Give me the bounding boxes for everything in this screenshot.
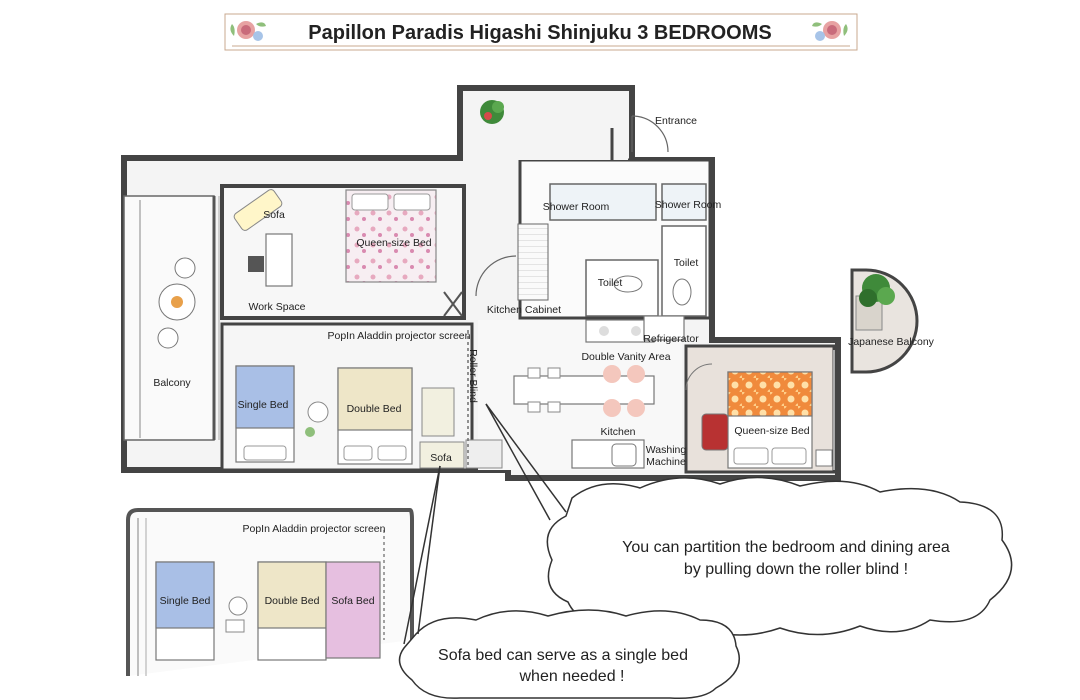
double-bed-furniture [337, 367, 413, 465]
label-kitchen: Kitchen [600, 426, 635, 438]
label-toilet-2: Toilet [674, 257, 699, 269]
label-shower-room-1: Shower Room [543, 201, 610, 213]
rose-flower-icon [812, 21, 848, 41]
callout-partition: You can partition the bedroom and dining… [485, 403, 1013, 636]
label-balcony: Balcony [153, 377, 191, 389]
label-refrigerator: Refrigerator [643, 333, 699, 345]
inset-label-projector-screen: PopIn Aladdin projector screen [242, 523, 385, 535]
label-double-bed: Double Bed [347, 403, 402, 415]
inset-plan: PopIn Aladdin projector screen Single Be… [126, 508, 414, 676]
label-washing-machine-2: Machine [646, 456, 686, 468]
callout-sofabed-line1: Sofa bed can serve as a single bed [438, 647, 688, 664]
label-kitchen-cabinet: Kitchen Cabinet [487, 304, 561, 316]
door-arc-icon [475, 255, 517, 297]
queen-bed-top-furniture [345, 189, 437, 283]
label-queen-bed-right: Queen-size Bed [734, 425, 809, 437]
door-arc-icon [631, 115, 669, 153]
label-sofa-main: Sofa [430, 452, 452, 464]
label-queen-bed-top: Queen-size Bed [356, 237, 431, 249]
label-washing-machine-1: Washing [646, 444, 687, 456]
refrigerator [643, 315, 685, 341]
label-sofa-top: Sofa [263, 209, 285, 221]
rose-flower-icon [230, 21, 266, 41]
inset-sofa-bed [325, 561, 381, 659]
queen-bed-right-furniture [727, 371, 813, 469]
plant-icon [859, 274, 895, 307]
callout-partition-line1: You can partition the bedroom and dining… [622, 539, 950, 556]
label-projector-screen: PopIn Aladdin projector screen [327, 330, 470, 342]
label-japanese-balcony: Japanese Balcony [848, 336, 935, 348]
title-banner: Papillon Paradis Higashi Shinjuku 3 BEDR… [224, 13, 858, 51]
room-labels: Entrance Shower Room Shower Room Toilet … [153, 115, 934, 468]
armchair [701, 413, 729, 451]
work-desk [265, 233, 293, 287]
callout-sofabed: Sofa bed can serve as a single bed when … [398, 465, 740, 700]
page-title: Papillon Paradis Higashi Shinjuku 3 BEDR… [308, 22, 771, 44]
dining-table [513, 365, 655, 417]
label-entrance: Entrance [655, 115, 697, 127]
inset-double-bed [257, 561, 327, 629]
inset-label-sofa-bed: Sofa Bed [331, 595, 374, 607]
label-shower-room-2: Shower Room [655, 199, 722, 211]
label-roller-blind: Roller Blind [467, 349, 479, 403]
sofa-top-furniture [233, 189, 283, 231]
callout-sofabed-line2: when needed ! [519, 668, 625, 685]
work-chair [248, 256, 264, 272]
sofa-main-furniture [419, 387, 503, 469]
inset-label-single-bed: Single Bed [160, 595, 211, 607]
inset-label-double-bed: Double Bed [265, 595, 320, 607]
balcony-table-set [157, 257, 196, 349]
label-work-space: Work Space [249, 301, 306, 313]
plant-icon [480, 100, 504, 124]
single-bed-furniture [235, 365, 295, 463]
inset-single-bed [155, 561, 215, 629]
label-toilet-1: Toilet [598, 277, 623, 289]
label-double-vanity: Double Vanity Area [581, 351, 670, 363]
callout-partition-line2: by pulling down the roller blind ! [684, 561, 908, 578]
label-single-bed: Single Bed [238, 399, 289, 411]
main-plan [121, 85, 919, 481]
